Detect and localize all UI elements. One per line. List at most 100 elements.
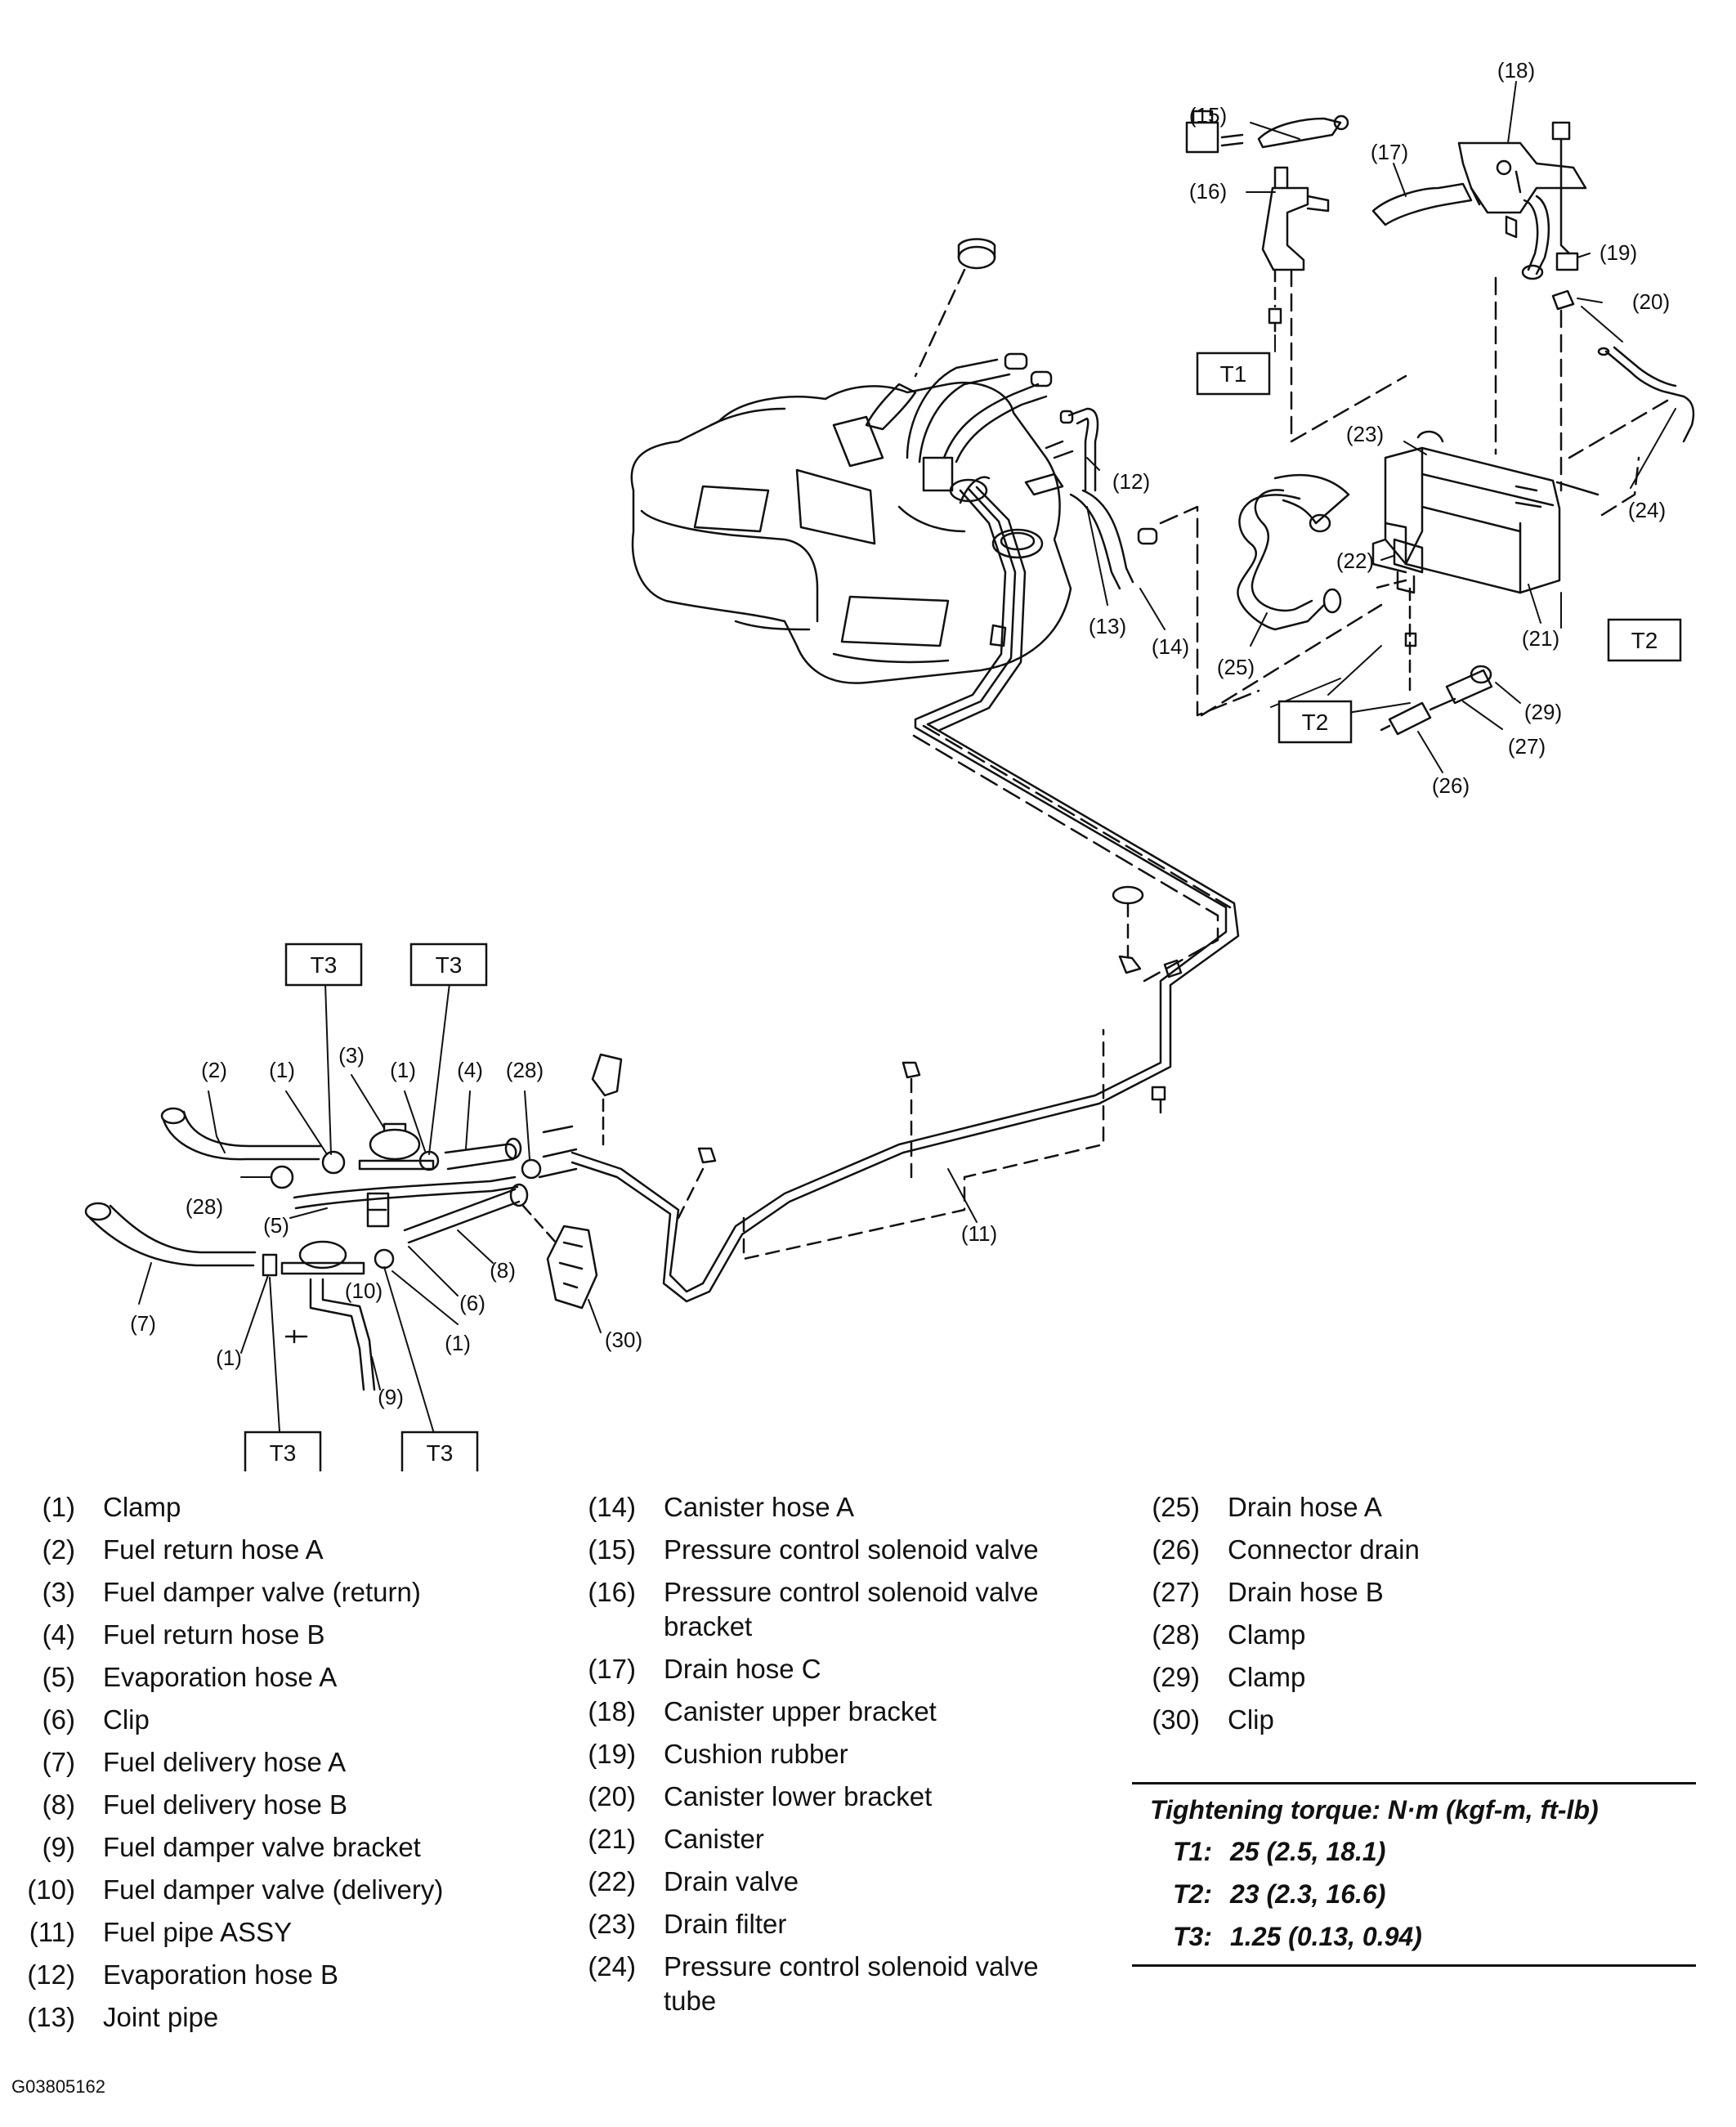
leader-lines	[138, 81, 1676, 1390]
legend-item-number: (1)	[42, 1492, 75, 1522]
torque-box-label: T3	[270, 1440, 297, 1466]
torque-box-label: T3	[311, 952, 338, 978]
legend-item: (23)Drain filter	[572, 1903, 1128, 1946]
canister-upper-bracket-group	[1371, 121, 1587, 492]
legend-item: (8)Fuel delivery hose B	[11, 1784, 584, 1826]
canister	[1371, 430, 1640, 594]
fuel-tank	[630, 381, 1072, 684]
callout: (16)	[1189, 179, 1227, 204]
legend-item-label: Clip	[103, 1704, 150, 1735]
solenoid-valve-tube	[1568, 346, 1695, 459]
legend-item-label: Fuel delivery hose B	[103, 1789, 347, 1820]
callout: (28)	[506, 1058, 544, 1082]
legend-item: (3)Fuel damper valve (return)	[11, 1571, 584, 1614]
torque-row: T3: 1.25 (0.13, 0.94)	[1132, 1915, 1696, 1958]
legend-item-number: (24)	[588, 1951, 636, 1981]
legend-item-label: Fuel return hose B	[103, 1619, 325, 1650]
legend-item: (29)Clamp	[1136, 1656, 1708, 1699]
parts-legend-column-3: (25)Drain hose A(26)Connector drain(27)D…	[1136, 1486, 1708, 1741]
legend-item: (13)Joint pipe	[11, 1996, 584, 2039]
legend-item-number: (15)	[588, 1534, 636, 1565]
torque-box-label: T2	[1631, 628, 1658, 653]
solenoid-valve-group	[1185, 110, 1407, 443]
torque-box-label: T3	[436, 952, 463, 978]
callout: (3)	[338, 1043, 365, 1068]
legend-item-label: Fuel damper valve bracket	[103, 1832, 421, 1862]
callout: (2)	[201, 1058, 227, 1082]
legend-item-label: Fuel delivery hose A	[103, 1747, 347, 1777]
legend-item: (4) Fuel return hose B	[11, 1614, 584, 1656]
legend-item-label: Pressure control solenoid valve tube	[664, 1951, 1039, 2016]
torque-key: T3:	[1173, 1922, 1212, 1951]
torque-table-heading: Tightening torque: N·m (kgf-m, ft-lb)	[1150, 1795, 1599, 1825]
legend-item-number: (9)	[42, 1832, 75, 1862]
legend-item: (22)Drain valve	[572, 1861, 1128, 1903]
torque-box-t1: T1	[1196, 352, 1271, 396]
callout: (30)	[605, 1328, 642, 1352]
torque-box-label: T1	[1220, 361, 1247, 387]
torque-value: 1.25 (0.13, 0.94)	[1230, 1922, 1422, 1951]
legend-item: (21)Canister	[572, 1818, 1128, 1861]
legend-item-number: (18)	[588, 1696, 636, 1726]
torque-box-label: T2	[1302, 710, 1329, 735]
callout: (22)	[1336, 549, 1374, 573]
legend-item-number: (29)	[1152, 1662, 1200, 1692]
legend-item-label: Joint pipe	[103, 2002, 219, 2032]
callout: (18)	[1497, 58, 1535, 83]
callout: (7)	[130, 1311, 156, 1336]
legend-item-number: (19)	[588, 1739, 636, 1769]
callout: (12)	[1112, 469, 1150, 494]
legend-item-label: Pressure control solenoid valve bracket	[664, 1577, 1039, 1641]
torque-key: T2:	[1173, 1879, 1212, 1909]
torque-value: 23 (2.3, 16.6)	[1230, 1879, 1386, 1909]
callout: (9)	[378, 1385, 404, 1409]
legend-item-number: (12)	[27, 1959, 75, 1990]
drain-hose-a	[1200, 473, 1383, 717]
callout: (1)	[390, 1058, 416, 1082]
torque-box-t2-right: T2	[1607, 618, 1682, 662]
legend-item-label: Evaporation hose B	[103, 1959, 339, 1990]
callout: (15)	[1189, 103, 1227, 128]
callout: (1)	[445, 1331, 471, 1355]
callout: (17)	[1371, 140, 1408, 164]
legend-item-number: (4)	[42, 1619, 75, 1650]
legend-item: (19)Cushion rubber	[572, 1733, 1128, 1775]
legend-item: (1) Clamp	[11, 1486, 584, 1529]
torque-box-t3-top-left: T3	[284, 943, 363, 987]
callout-labels: (18) (15) (17) (16) (19) (20) (23) (12) …	[130, 58, 1670, 1409]
legend-item-number: (30)	[1152, 1704, 1200, 1735]
legend-item: (30)Clip	[1136, 1699, 1708, 1741]
legend-item: (28)Clamp	[1136, 1614, 1708, 1656]
legend-item-label: Clamp	[103, 1492, 181, 1522]
legend-item-number: (23)	[588, 1909, 636, 1939]
legend-item-label: Connector drain	[1228, 1534, 1420, 1565]
legend-item-number: (22)	[588, 1866, 636, 1896]
legend-item-label: Fuel damper valve (delivery)	[103, 1874, 444, 1905]
torque-row: T1: 25 (2.5, 18.1)	[1132, 1830, 1696, 1873]
legend-item-number: (25)	[1152, 1492, 1200, 1522]
callout: (27)	[1508, 734, 1546, 759]
callout: (1)	[216, 1346, 242, 1370]
legend-item-label: Fuel damper valve (return)	[103, 1577, 421, 1607]
torque-box-t3-bottom-right: T3	[400, 1431, 479, 1471]
figure-id: G03805162	[11, 2076, 105, 2097]
legend-item: (11)Fuel pipe ASSY	[11, 1911, 584, 1954]
legend-item-number: (6)	[42, 1704, 75, 1735]
callout: (28)	[186, 1194, 223, 1219]
legend-item: (20)Canister lower bracket	[572, 1775, 1128, 1818]
callout: (14)	[1152, 634, 1189, 659]
legend-item: (7) Fuel delivery hose A	[11, 1741, 584, 1784]
legend-item-label: Canister lower bracket	[664, 1781, 933, 1811]
callout: (19)	[1600, 240, 1637, 265]
torque-boxes: T1 T2 T2 T3 T3 T3 T3	[244, 352, 1682, 1471]
callout: (21)	[1522, 626, 1559, 651]
legend-item-number: (10)	[27, 1874, 75, 1905]
legend-item: (6) Clip	[11, 1699, 584, 1741]
torque-box-t3-top-right: T3	[409, 943, 488, 987]
legend-item-label: Evaporation hose A	[103, 1662, 338, 1692]
legend-item-number: (7)	[42, 1747, 75, 1777]
exploded-parts-diagram: T1 T2 T2 T3 T3 T3 T3 (18) (15) (17)	[84, 58, 1695, 1471]
legend-item-label: Drain hose C	[664, 1654, 821, 1684]
legend-item-label: Pressure control solenoid valve	[664, 1534, 1039, 1565]
legend-item: (10) Fuel damper valve (delivery)	[11, 1869, 584, 1911]
